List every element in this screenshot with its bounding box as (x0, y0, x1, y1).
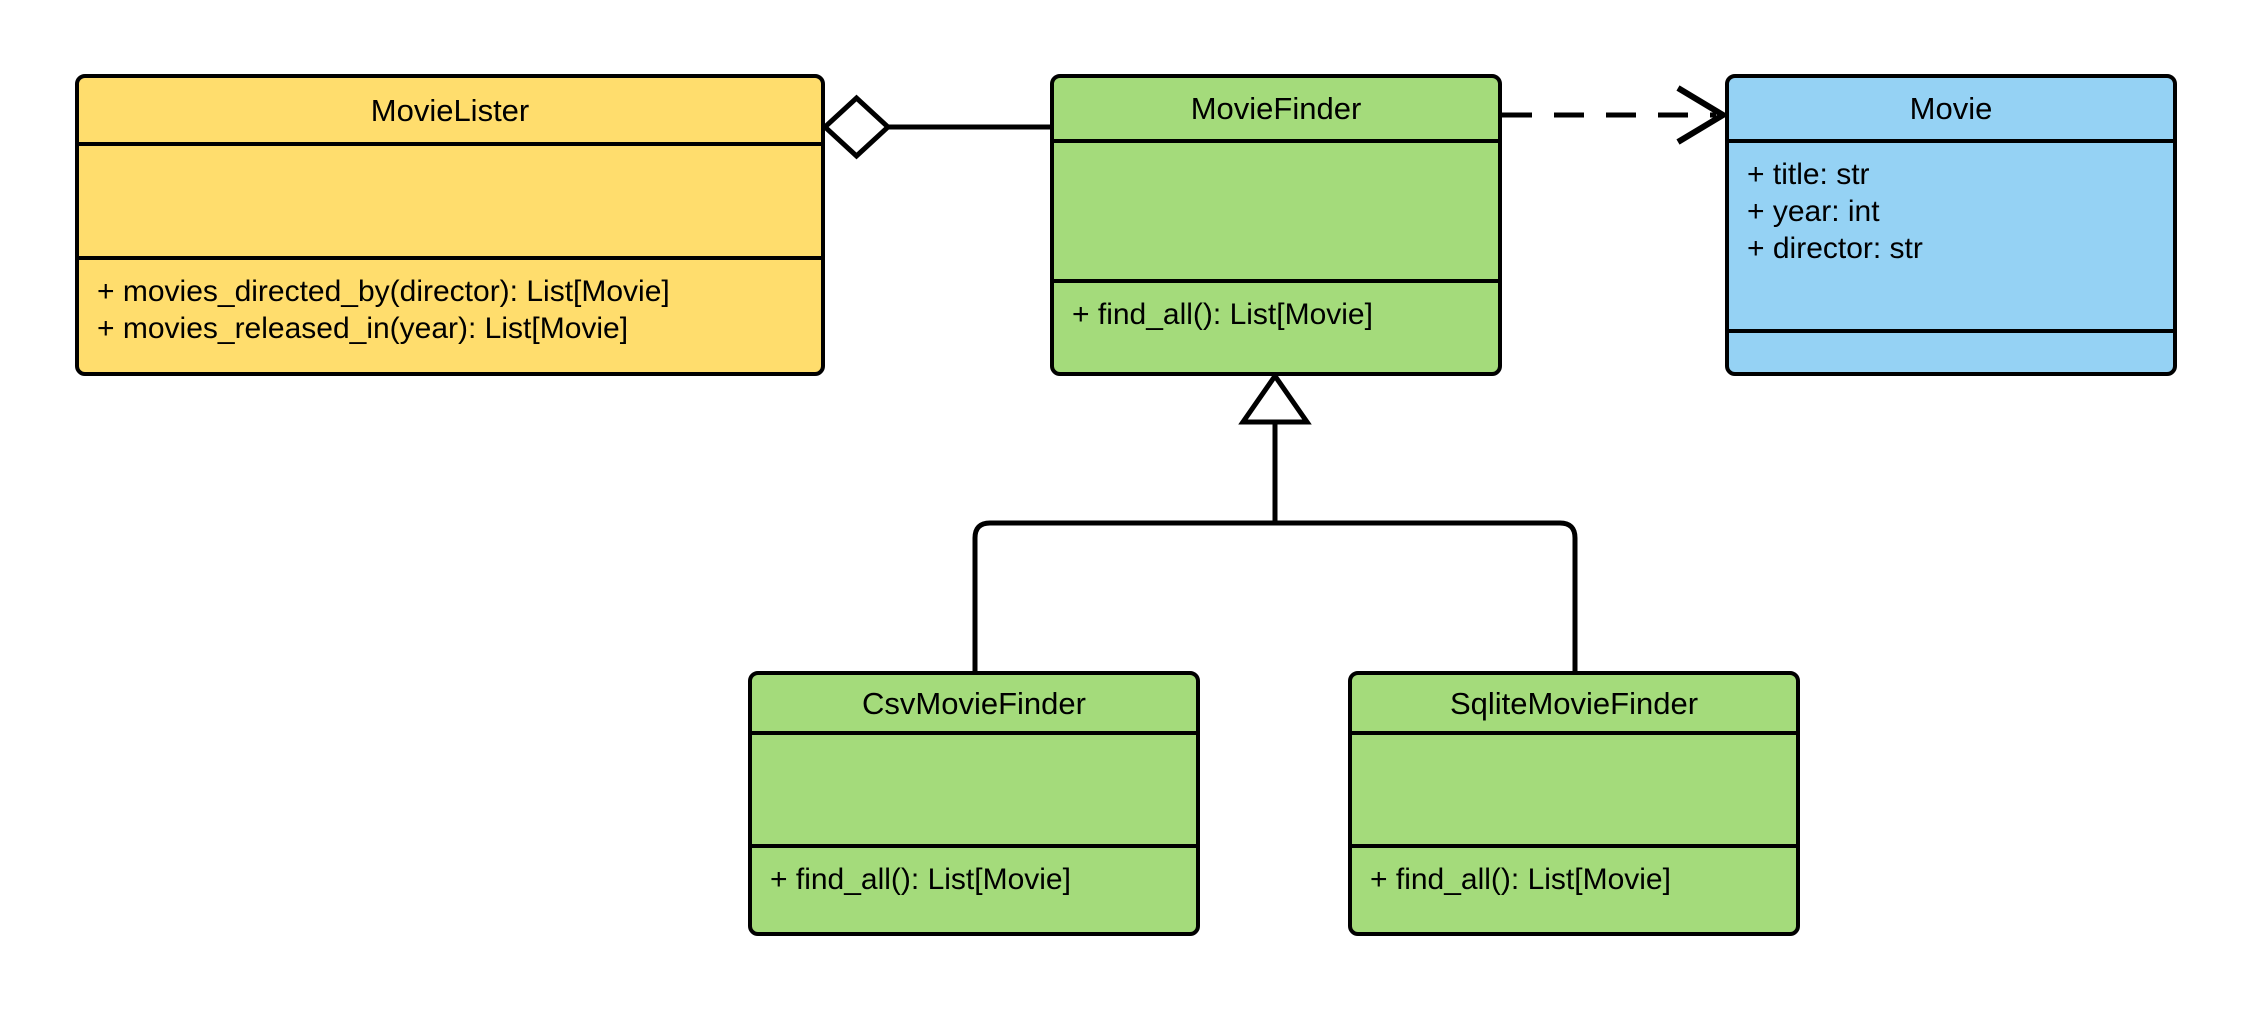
uml-class-csvmoviefinder[interactable]: CsvMovieFinder + find_all(): List[Movie] (748, 671, 1200, 936)
class-name-moviefinder: MovieFinder (1054, 78, 1498, 143)
hollow-triangle-icon (1238, 371, 1312, 425)
methods-compartment-sqlitemoviefinder: + find_all(): List[Movie] (1352, 848, 1796, 932)
generalization-bus (972, 520, 1578, 671)
attribute-item: + title: str (1747, 158, 1870, 191)
methods-compartment-csvmoviefinder: + find_all(): List[Movie] (752, 848, 1196, 932)
generalization-edge-tree[interactable] (972, 371, 1578, 671)
methods-compartment-moviefinder: + find_all(): List[Movie] (1054, 283, 1498, 372)
uml-class-movielister[interactable]: MovieLister + movies_directed_by(directo… (75, 74, 825, 376)
attributes-compartment-moviefinder (1054, 143, 1498, 284)
method-item: + movies_released_in(year): List[Movie] (97, 312, 629, 345)
method-item: + find_all(): List[Movie] (1370, 863, 1671, 897)
method-item: + find_all(): List[Movie] (770, 863, 1071, 897)
class-name-csvmoviefinder: CsvMovieFinder (752, 675, 1196, 735)
attribute-item: + director: str (1747, 231, 1923, 265)
attributes-compartment-csvmoviefinder (752, 735, 1196, 849)
attribute-item: + year: int (1747, 194, 1880, 228)
attributes-compartment-movie: + title: str + year: int + director: str (1729, 143, 2173, 333)
open-arrow-icon (1676, 85, 1729, 145)
methods-compartment-movielister: + movies_directed_by(director): List[Mov… (79, 260, 821, 372)
class-name-movielister: MovieLister (79, 78, 821, 146)
class-name-movie: Movie (1729, 78, 2173, 143)
attributes-compartment-sqlitemoviefinder (1352, 735, 1796, 849)
methods-compartment-movie (1729, 333, 2173, 373)
uml-class-sqlitemoviefinder[interactable]: SqliteMovieFinder + find_all(): List[Mov… (1348, 671, 1800, 936)
method-item: + movies_directed_by(director): List[Mov… (97, 275, 670, 309)
method-item: + find_all(): List[Movie] (1072, 298, 1373, 332)
aggregation-edge-movielister-moviefinder[interactable] (821, 94, 1050, 160)
uml-class-moviefinder[interactable]: MovieFinder + find_all(): List[Movie] (1050, 74, 1502, 376)
uml-class-movie[interactable]: Movie + title: str + year: int + directo… (1725, 74, 2177, 376)
class-name-sqlitemoviefinder: SqliteMovieFinder (1352, 675, 1796, 735)
attributes-compartment-movielister (79, 146, 821, 261)
dependency-edge-moviefinder-movie[interactable] (1502, 85, 1729, 145)
hollow-diamond-icon (821, 94, 892, 160)
